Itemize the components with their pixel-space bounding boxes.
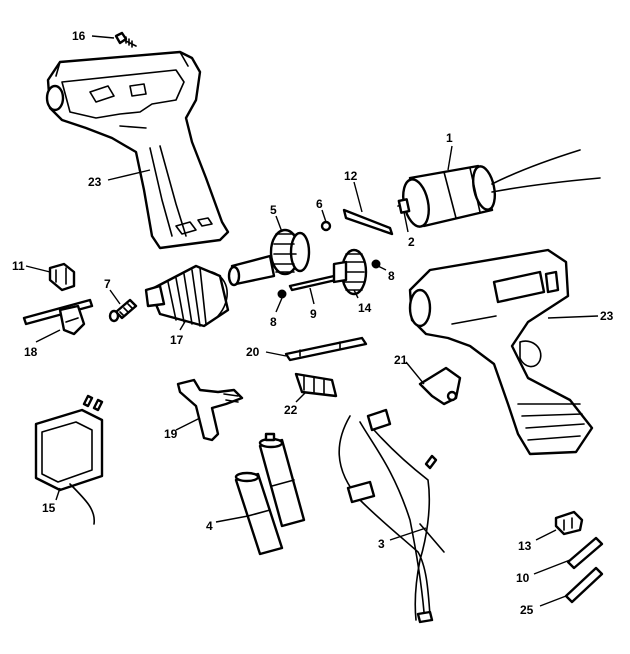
callout-17: 17 bbox=[170, 333, 184, 347]
callout-13: 13 bbox=[518, 539, 532, 553]
callout-4: 4 bbox=[206, 519, 213, 533]
callout-23-left: 23 bbox=[88, 175, 102, 189]
callout-22: 22 bbox=[284, 403, 298, 417]
part-22-switch bbox=[294, 372, 338, 398]
part-1-motor bbox=[397, 149, 601, 228]
part-3-wiring-harness bbox=[338, 408, 445, 624]
callout-10: 10 bbox=[516, 571, 530, 585]
callout-21: 21 bbox=[394, 353, 408, 367]
part-18-chuck-key bbox=[22, 298, 94, 336]
part-8-ball-lower bbox=[277, 289, 287, 299]
part-12-pin bbox=[342, 208, 394, 236]
callout-14: 14 bbox=[358, 301, 372, 315]
part-9-shaft bbox=[288, 274, 338, 292]
callout-2: 2 bbox=[408, 235, 415, 249]
callout-18: 18 bbox=[24, 345, 38, 359]
part-17-chuck bbox=[144, 264, 230, 328]
part-16-screw bbox=[114, 31, 137, 48]
part-5-gear bbox=[227, 228, 311, 287]
part-15-charger bbox=[34, 394, 104, 525]
part-2-pinion bbox=[397, 198, 411, 214]
callout-15: 15 bbox=[42, 501, 56, 515]
callout-25: 25 bbox=[520, 603, 534, 617]
part-23-left-housing bbox=[45, 50, 230, 250]
callout-12: 12 bbox=[344, 169, 358, 183]
part-13-clip bbox=[554, 510, 584, 536]
part-21-contact bbox=[418, 366, 462, 406]
part-7-screw bbox=[108, 298, 138, 323]
callout-3: 3 bbox=[378, 537, 385, 551]
callout-5: 5 bbox=[270, 203, 277, 217]
part-25-bit bbox=[564, 566, 604, 604]
part-14-gear bbox=[332, 248, 368, 296]
callout-6: 6 bbox=[316, 197, 323, 211]
part-20-bracket bbox=[284, 336, 368, 362]
callout-8-upper: 8 bbox=[388, 269, 395, 283]
part-23-right-housing bbox=[408, 248, 594, 456]
callout-7: 7 bbox=[104, 277, 111, 291]
leader-lines bbox=[25, 35, 599, 607]
callout-11: 11 bbox=[12, 259, 25, 273]
callout-9: 9 bbox=[310, 307, 317, 321]
part-4-batteries bbox=[234, 432, 306, 556]
callout-1: 1 bbox=[446, 131, 453, 145]
callout-labels: 16 23 1 12 6 5 2 11 7 8 8 9 14 17 18 23 … bbox=[12, 29, 614, 617]
part-6-ball bbox=[320, 220, 332, 232]
callout-20: 20 bbox=[246, 345, 260, 359]
part-19-spring-contact bbox=[176, 378, 244, 442]
callout-23-right: 23 bbox=[600, 309, 614, 323]
part-11-clip bbox=[48, 262, 76, 292]
callout-19: 19 bbox=[164, 427, 178, 441]
part-10-bit bbox=[566, 536, 604, 570]
callout-8-lower: 8 bbox=[270, 315, 277, 329]
callout-16: 16 bbox=[72, 29, 86, 43]
